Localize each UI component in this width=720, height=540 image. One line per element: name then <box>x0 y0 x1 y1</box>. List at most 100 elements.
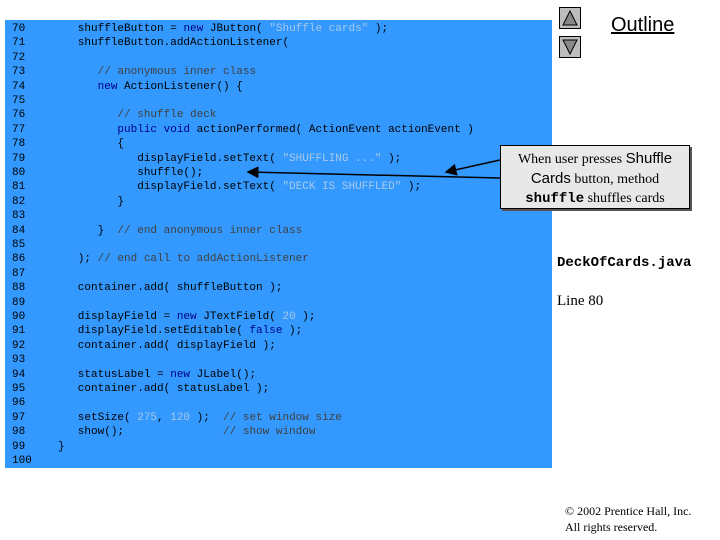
code-line: 94 statusLabel = new JLabel(); <box>5 368 552 382</box>
code-token: container.add( statusLabel ); <box>25 383 270 395</box>
triangle-up-icon <box>562 10 578 26</box>
code-token: actionPerformed( ActionEvent actionEvent… <box>190 123 474 136</box>
line-number: 88 <box>12 282 26 295</box>
code-line: 84 } // end anonymous inner class <box>5 224 552 238</box>
code-line: 98 show(); // show window <box>5 425 552 439</box>
line-number: 81 <box>12 181 26 194</box>
callout-text-3: shuffles cards <box>584 191 665 206</box>
code-line: 80 shuffle(); <box>5 166 552 180</box>
code-line: 77 public void actionPerformed( ActionEv… <box>5 123 552 137</box>
code-token: JTextField( <box>196 311 283 323</box>
line-reference: Line 80 <box>557 293 604 309</box>
code-line: 75 <box>5 94 552 108</box>
code-token: // set window size <box>223 411 342 424</box>
source-filename: DeckOfCards.java <box>557 255 692 271</box>
line-number: 84 <box>12 224 26 237</box>
code-line: 71 shuffleButton.addActionListener( <box>5 36 552 50</box>
next-slide-button[interactable] <box>559 36 581 58</box>
callout-button-name-2: Cards <box>530 170 571 187</box>
code-line: 93 <box>5 353 552 367</box>
code-line: 79 displayField.setText( "SHUFFLING ..."… <box>5 152 552 166</box>
code-text: container.add( shuffleButton ); <box>25 281 283 295</box>
code-line: 86 ); // end call to addActionListener <box>5 252 552 266</box>
code-token: public void <box>117 123 191 136</box>
line-number: 89 <box>12 296 26 309</box>
line-number: 76 <box>12 109 26 122</box>
line-number: 78 <box>12 138 26 151</box>
code-token: new <box>183 23 204 35</box>
code-token: ); <box>282 325 303 338</box>
callout-button-name-1: Shuffle <box>625 150 673 167</box>
code-token: } <box>25 440 65 453</box>
line-number: 70 <box>12 23 26 35</box>
code-text: shuffleButton.addActionListener( <box>25 36 289 50</box>
code-line: 82 } <box>5 195 552 209</box>
code-token: shuffleButton.addActionListener( <box>25 37 290 50</box>
code-text: displayField.setText( "SHUFFLING ..." ); <box>25 152 401 166</box>
code-text: shuffle(); <box>25 166 203 180</box>
line-number: 85 <box>12 239 26 251</box>
code-token: displayField = <box>25 311 177 323</box>
code-line: 81 displayField.setText( "DECK IS SHUFFL… <box>5 180 552 194</box>
line-number: 100 <box>12 455 32 467</box>
code-line: 89 <box>5 296 552 310</box>
arrow-to-line-79-80 <box>444 159 501 176</box>
code-token: 20 <box>282 311 296 323</box>
code-line: 100 <box>5 454 552 468</box>
code-token: shuffleButton = <box>25 23 184 35</box>
code-line: 87 <box>5 267 552 281</box>
arrow-to-shuffle-call <box>246 166 501 179</box>
callout-method-name: shuffle <box>525 191 585 207</box>
line-number: 71 <box>12 37 26 50</box>
code-token: } <box>25 224 118 237</box>
code-text: container.add( statusLabel ); <box>25 382 269 396</box>
line-number: 92 <box>12 339 26 352</box>
code-token: shuffle(); <box>25 167 204 179</box>
code-token: false <box>249 325 283 338</box>
code-token: , <box>157 411 171 424</box>
code-text: } <box>25 195 124 209</box>
line-number: 82 <box>12 195 26 208</box>
code-text: // shuffle deck <box>25 108 216 122</box>
callout-text-1: When user presses <box>517 152 626 167</box>
code-text: ); // end call to addActionListener <box>25 252 309 266</box>
code-token: ); <box>381 152 402 165</box>
code-token: ); <box>25 253 98 266</box>
code-line: 78 { <box>5 137 552 151</box>
line-number: 73 <box>12 66 26 79</box>
code-line: 99 } <box>5 440 552 454</box>
callout-text-2: button, method <box>570 172 660 187</box>
line-number: 80 <box>12 167 26 179</box>
line-number: 99 <box>12 440 26 453</box>
code-token: displayField.setEditable( <box>25 325 250 338</box>
code-token: new <box>176 311 197 323</box>
code-text: shuffleButton = new JButton( "Shuffle ca… <box>25 22 388 36</box>
line-number: 98 <box>12 426 26 439</box>
code-text: displayField.setEditable( false ); <box>25 324 302 338</box>
code-token: 120 <box>170 411 191 424</box>
code-token: ActionListener() { <box>117 80 243 93</box>
code-text: statusLabel = new JLabel(); <box>25 368 256 382</box>
code-token: "DECK IS SHUFFLED" <box>282 181 402 194</box>
code-token: 275 <box>137 411 158 424</box>
previous-slide-button[interactable] <box>559 7 581 29</box>
code-token: } <box>25 195 125 208</box>
line-number: 96 <box>12 397 26 410</box>
code-token: new <box>170 368 191 381</box>
code-line: 97 setSize( 275, 120 ); // set window si… <box>5 411 552 425</box>
line-number: 93 <box>12 354 26 367</box>
copyright-notice: © 2002 Prentice Hall, Inc. All rights re… <box>565 503 691 535</box>
line-number: 75 <box>12 95 26 107</box>
code-line: 74 new ActionListener() { <box>5 80 552 94</box>
outline-title[interactable]: Outline <box>611 14 675 36</box>
code-text: setSize( 275, 120 ); // set window size <box>25 411 342 425</box>
code-token: { <box>25 138 125 151</box>
code-text: public void actionPerformed( ActionEvent… <box>25 123 474 137</box>
code-token: "SHUFFLING ..." <box>282 152 382 165</box>
code-token: ); <box>368 23 389 35</box>
code-text: new ActionListener() { <box>25 80 243 94</box>
line-number: 90 <box>12 311 26 323</box>
line-number: 91 <box>12 325 26 338</box>
code-text: container.add( displayField ); <box>25 339 276 353</box>
code-token: container.add( displayField ); <box>25 339 276 352</box>
